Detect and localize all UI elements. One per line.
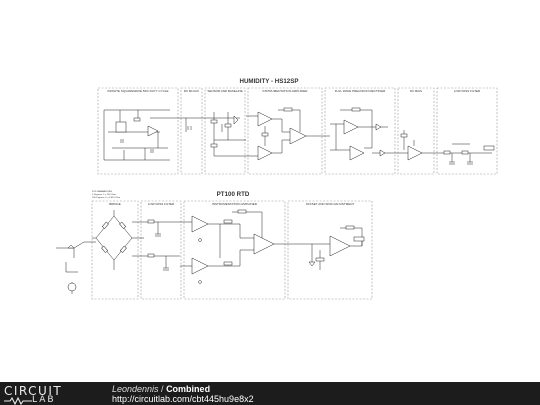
circuit-schematic: HUMIDITY - HS12SP INFINITE SQUAREWAVE 50… bbox=[56, 78, 498, 300]
section-label: OFFSET AND SPAN ADJUSTMENT bbox=[306, 202, 355, 206]
section-label: LOW PASS FILTER bbox=[454, 89, 481, 93]
footer-bar: CIRCUIT LAB Leondennis / Combined http:/… bbox=[0, 382, 540, 405]
author-name[interactable]: Leondennis bbox=[112, 384, 159, 394]
pt100-section-bridge: BRIDGE bbox=[91, 200, 139, 300]
resistor-logo-icon bbox=[4, 397, 32, 405]
pt100-section-offset: OFFSET AND SPAN ADJUSTMENT bbox=[287, 200, 373, 300]
pt100-section-inamp: INSTRUMENTATION AMPLIFIER bbox=[183, 200, 286, 300]
humidity-section-dc-block: DC BLOCK bbox=[180, 87, 203, 175]
section-label: INSTRUMENTATION AMPLIFIER bbox=[263, 89, 309, 93]
humidity-circuitry bbox=[103, 107, 495, 165]
section-label: SENSOR AND BASELINE bbox=[207, 89, 242, 93]
humidity-section-rectifier: FULL WAVE PRECISION RECTIFIER bbox=[324, 87, 396, 175]
section-label: INFINITE SQUAREWAVE 50% DUTY CYCLE bbox=[107, 89, 168, 93]
circuit-title[interactable]: Combined bbox=[166, 384, 211, 394]
pt100-title: PT100 RTD bbox=[217, 191, 250, 198]
humidity-section-oscillator: INFINITE SQUAREWAVE 50% DUTY CYCLE bbox=[97, 87, 179, 175]
byline-separator: / bbox=[158, 384, 167, 394]
section-label: BRIDGE bbox=[109, 202, 121, 206]
humidity-section-sensor: SENSOR AND BASELINE bbox=[204, 87, 246, 175]
logo-wordmark-top: CIRCUIT bbox=[4, 384, 63, 398]
note-line: 0 Degrees C = 100 Ohm bbox=[92, 193, 116, 196]
section-label: DC BLOCK bbox=[184, 89, 199, 93]
note-line: 100 Degrees C = 138.5 Ohm bbox=[92, 196, 120, 199]
humidity-section-lowpass: LOW PASS FILTER bbox=[436, 87, 498, 175]
section-label: DC BIAS bbox=[410, 89, 422, 93]
rtd-parameters-note: RTD PARAMETERS 0 Degrees C = 100 Ohm 100… bbox=[92, 190, 120, 199]
note-line: RTD PARAMETERS bbox=[92, 190, 113, 193]
circuit-byline: Leondennis / Combined bbox=[112, 384, 210, 394]
circuit-url[interactable]: http://circuitlab.com/cbt445hu9e8x2 bbox=[112, 394, 254, 404]
humidity-section-inamp: INSTRUMENTATION AMPLIFIER bbox=[247, 87, 323, 175]
section-label: LOW PASS FILTER bbox=[148, 202, 175, 206]
humidity-title: HUMIDITY - HS12SP bbox=[239, 78, 298, 85]
logo-wordmark-bottom: LAB bbox=[32, 395, 56, 405]
circuitlab-logo[interactable]: CIRCUIT LAB bbox=[4, 384, 106, 405]
section-label: INSTRUMENTATION AMPLIFIER bbox=[212, 202, 258, 206]
humidity-section-dc-bias: DC BIAS bbox=[397, 87, 435, 175]
pt100-section-lowpass: LOW PASS FILTER bbox=[140, 200, 182, 300]
section-label: FULL WAVE PRECISION RECTIFIER bbox=[335, 89, 386, 93]
pt100-circuitry bbox=[56, 209, 365, 294]
